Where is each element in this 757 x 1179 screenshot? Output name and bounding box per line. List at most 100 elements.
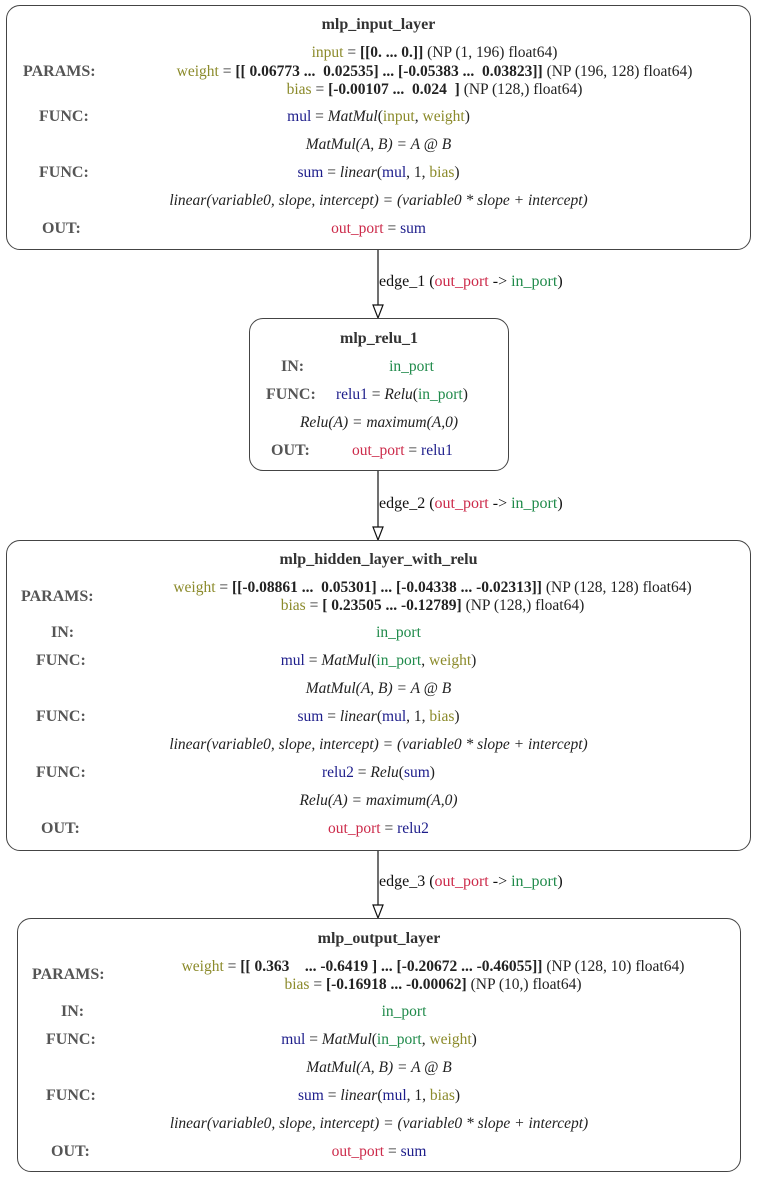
params-label: PARAMS: xyxy=(32,966,105,983)
func-arg: in_port xyxy=(376,1031,422,1048)
edge-from-port: out_port xyxy=(434,273,489,290)
func-relu: relu2 = Relu(sum) xyxy=(7,764,750,782)
out-assignment: out_port = relu2 xyxy=(7,820,750,838)
func-matmul-definition: MatMul(A, B) = A @ B xyxy=(305,680,452,697)
out-eq: = xyxy=(384,1143,401,1160)
in-port: in_port xyxy=(389,358,434,375)
func-label: FUNC: xyxy=(46,1031,96,1048)
edge-3-connector xyxy=(372,851,384,920)
param-eq: = xyxy=(305,597,323,614)
param-value: [[0. ... 0.]] xyxy=(359,44,424,61)
func-arg: bias xyxy=(429,708,455,725)
edge-name: edge_2 xyxy=(379,495,426,512)
func-arg: weight xyxy=(429,1031,472,1048)
param-value: [[ 0.06773 ... 0.02535] ... [-0.05383 ..… xyxy=(235,63,543,80)
func-relu-definition: Relu(A) = maximum(A,0) xyxy=(299,414,459,431)
param-value: [ 0.23505 ... -0.12789] xyxy=(322,597,462,614)
param-value: [-0.00107 ... 0.024 ] xyxy=(328,81,460,98)
param-meta: (NP (128, 128) float64) xyxy=(541,579,692,596)
param-meta: (NP (128, 10) float64) xyxy=(542,958,685,975)
in-port: in_port xyxy=(376,624,421,641)
params-label: PARAMS: xyxy=(23,63,96,80)
func-output-var: mul xyxy=(280,652,305,669)
node-title: mlp_output_layer xyxy=(317,930,441,947)
out-label: OUT: xyxy=(51,1143,90,1160)
func-name: MatMul xyxy=(327,108,378,125)
func-name: linear xyxy=(339,164,377,181)
func-arg: input xyxy=(382,108,415,125)
func-linear-definition: linear(variable0, slope, intercept) = (v… xyxy=(169,736,588,753)
func-arg: in_port xyxy=(376,652,422,669)
func-linear-definition: linear(variable0, slope, intercept) = (v… xyxy=(169,192,588,209)
func-output-var: mul xyxy=(281,1031,306,1048)
node-mlp-relu-1[interactable]: mlp_relu_1 IN: in_port FUNC: relu1 = Rel… xyxy=(249,318,509,471)
func-paren: ( xyxy=(412,386,418,403)
func-output-var: relu2 xyxy=(322,764,354,781)
out-value: sum xyxy=(400,1143,427,1160)
func-paren: ( xyxy=(371,1031,377,1048)
param-eq: = xyxy=(343,44,360,61)
func-label: FUNC: xyxy=(39,164,89,181)
edge-name: edge_3 xyxy=(379,873,426,890)
edge-2-connector xyxy=(372,471,384,542)
func-arg: in_port xyxy=(417,386,463,403)
func-arg: bias xyxy=(429,1087,455,1104)
out-port: out_port xyxy=(328,820,381,837)
edge-from-port: out_port xyxy=(434,495,489,512)
edge-arrow: -> xyxy=(488,873,512,890)
param-meta: (NP (128,) float64) xyxy=(461,597,585,614)
edge-arrow: -> xyxy=(488,495,512,512)
node-mlp-output-layer[interactable]: mlp_output_layer PARAMS: weight = [[ 0.3… xyxy=(17,918,741,1172)
func-label: FUNC: xyxy=(36,764,86,781)
func-name: MatMul xyxy=(321,1031,372,1048)
func-sep: , 1, xyxy=(406,708,430,725)
func-paren: ) xyxy=(454,164,460,181)
func-arg: mul xyxy=(382,708,407,725)
func-paren: ( xyxy=(371,652,377,669)
param-weight: weight = [[ 0.06773 ... 0.02535] ... [-0… xyxy=(119,63,750,81)
func-sep: , xyxy=(421,652,429,669)
func-linear-definition: linear(variable0, slope, intercept) = (v… xyxy=(169,1115,589,1132)
out-assignment: out_port = sum xyxy=(18,1143,740,1161)
func-eq: = xyxy=(311,108,328,125)
out-value: relu1 xyxy=(421,442,453,459)
in-label: IN: xyxy=(51,624,75,641)
func-output-var: mul xyxy=(287,108,312,125)
func-linear: sum = linear(mul, 1, bias) xyxy=(7,708,750,726)
param-eq: = xyxy=(311,81,329,98)
param-name: bias xyxy=(284,976,310,993)
edge-punct: ( xyxy=(425,495,435,512)
node-title: mlp_input_layer xyxy=(321,16,436,33)
node-mlp-input-layer[interactable]: mlp_input_layer PARAMS: input = [[0. ...… xyxy=(6,5,751,250)
param-meta: (NP (196, 128) float64) xyxy=(542,63,693,80)
func-name: MatMul xyxy=(321,652,372,669)
param-meta: (NP (10,) float64) xyxy=(466,976,582,993)
edge-punct: ) xyxy=(557,495,563,512)
node-mlp-hidden-layer-with-relu[interactable]: mlp_hidden_layer_with_relu PARAMS: weigh… xyxy=(6,540,751,851)
func-label: FUNC: xyxy=(46,1087,96,1104)
in-label: IN: xyxy=(281,358,305,375)
edge-1-connector xyxy=(372,250,384,320)
edge-3-label: edge_3 (out_port -> in_port) xyxy=(379,873,563,891)
param-eq: = xyxy=(223,958,241,975)
edge-punct: ) xyxy=(557,273,563,290)
out-eq: = xyxy=(380,820,398,837)
out-port: out_port xyxy=(331,220,384,237)
out-label: OUT: xyxy=(271,442,310,459)
param-value: [-0.16918 ... -0.00062] xyxy=(325,976,467,993)
func-paren: ( xyxy=(376,164,383,181)
param-name: bias xyxy=(280,597,306,614)
in-port: in_port xyxy=(381,1003,427,1020)
func-eq: = xyxy=(323,708,340,725)
func-name: linear xyxy=(340,1087,378,1104)
edge-name: edge_1 xyxy=(379,273,426,290)
func-name: Relu xyxy=(384,386,413,403)
func-linear: sum = linear(mul, 1, bias) xyxy=(18,1087,740,1105)
node-title: mlp_relu_1 xyxy=(340,330,418,347)
param-value: [[-0.08861 ... 0.05301] ... [-0.04338 ..… xyxy=(232,579,542,596)
func-matmul-definition: MatMul(A, B) = A @ B xyxy=(305,136,452,153)
out-eq: = xyxy=(383,220,401,237)
out-value: sum xyxy=(400,220,426,237)
out-assignment: out_port = relu1 xyxy=(352,442,453,460)
